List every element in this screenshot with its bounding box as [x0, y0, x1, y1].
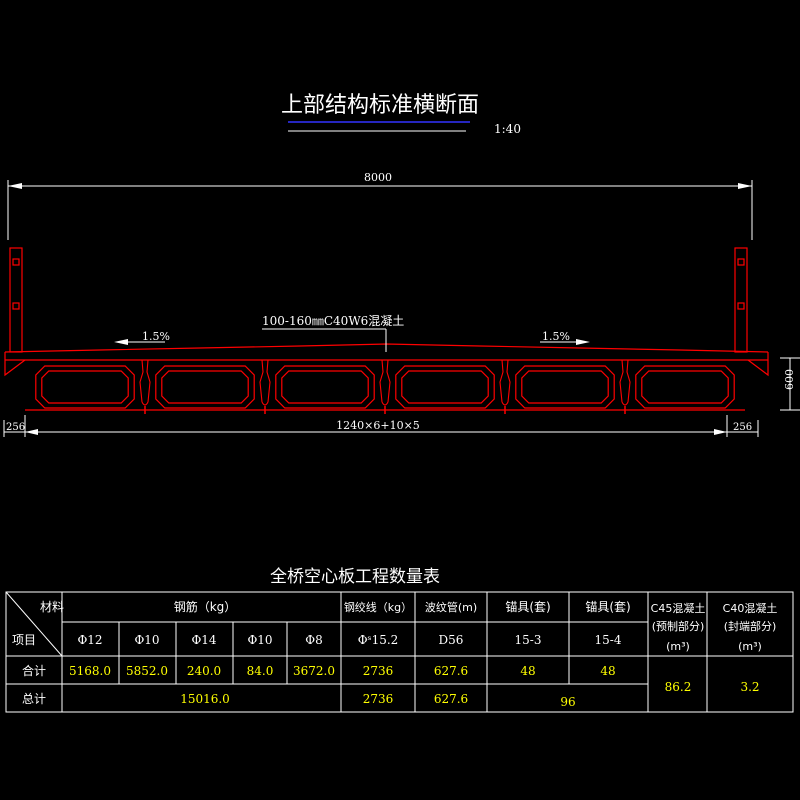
void-outline — [515, 365, 615, 409]
shear-key — [379, 359, 391, 406]
hollow-void — [641, 370, 729, 404]
scale-label: 1:40 — [494, 122, 521, 136]
row-total-r2: 5852.0 — [126, 664, 168, 678]
sub-rebar-4: Φ10 — [247, 633, 272, 647]
hollow-void — [401, 370, 489, 404]
header-c45: C45混凝土 — [651, 601, 706, 615]
bottom-dimension-chain — [3, 415, 759, 437]
span-dim-label: 1240×6+10×5 — [336, 419, 420, 432]
corner-material: 材料 — [40, 600, 64, 614]
drawing-title: 上部结构标准横断面 — [281, 93, 479, 118]
hollow-void — [521, 370, 609, 404]
row-total-r1: 5168.0 — [69, 664, 111, 678]
girder-6 — [635, 365, 735, 409]
header-c40: C40混凝土 — [723, 601, 778, 615]
edge-right-label: 256 — [733, 422, 752, 433]
edge-left-label: 256 — [6, 422, 25, 433]
corner-item: 项目 — [12, 633, 36, 647]
row-total-r5: 3672.0 — [293, 664, 335, 678]
girder-3 — [275, 365, 375, 409]
table-title: 全桥空心板工程数量表 — [270, 567, 440, 587]
header-c45-sub: (预制部分) — [652, 619, 705, 633]
shear-key — [619, 359, 631, 406]
header-c40-unit: (m³) — [738, 640, 762, 653]
sub-anchor-2: 15-4 — [595, 633, 622, 647]
c40-value: 3.2 — [740, 680, 759, 694]
sub-rebar-3: Φ14 — [191, 633, 216, 647]
bottom-dim-arrow-left — [25, 429, 38, 435]
right-railing — [734, 247, 748, 353]
height-dimension — [780, 357, 800, 411]
void-outline — [275, 365, 375, 409]
row-total-anchor-1: 48 — [520, 664, 535, 678]
sub-rebar-1: Φ12 — [77, 633, 102, 647]
header-rebar: 钢筋（kg） — [174, 599, 237, 614]
void-outline — [35, 365, 135, 409]
bottom-dim-arrow-right — [714, 429, 727, 435]
header-c45-unit: (m³) — [666, 640, 690, 653]
total-width-label: 8000 — [364, 171, 392, 184]
slope-left-label: 1.5% — [142, 330, 170, 343]
row-grand-strand: 2736 — [363, 692, 394, 706]
overlay-note-leader — [262, 328, 387, 352]
row-total-strand: 2736 — [363, 664, 394, 678]
hollow-void — [161, 370, 249, 404]
row-total-anchor-2: 48 — [600, 664, 615, 678]
header-duct: 波纹管(m) — [425, 600, 477, 614]
dim-arrow-right — [738, 183, 752, 189]
row-total-label: 合计 — [22, 663, 46, 678]
hollow-slab-girders — [35, 359, 735, 414]
hollow-void — [41, 370, 129, 404]
row-grand-duct: 627.6 — [434, 692, 468, 706]
total-width-dimension — [7, 180, 753, 240]
sub-anchor-1: 15-3 — [515, 633, 542, 647]
row-grand-anchor: 96 — [560, 695, 575, 709]
shear-key — [499, 359, 511, 406]
void-outline — [635, 365, 735, 409]
void-outline — [155, 365, 255, 409]
height-dim-label: 600 — [783, 369, 796, 390]
girder-2 — [155, 365, 255, 409]
dim-arrow-left — [8, 183, 22, 189]
slope-left-indicator — [114, 339, 165, 345]
row-total-r3: 240.0 — [187, 664, 221, 678]
header-c40-sub: (封端部分) — [724, 619, 777, 633]
row-total-r4: 84.0 — [247, 664, 274, 678]
left-railing — [9, 247, 23, 353]
header-anchor-2: 锚具(套) — [585, 599, 630, 614]
row-total-duct: 627.6 — [434, 664, 468, 678]
slope-right-indicator — [540, 339, 590, 345]
c45-value: 86.2 — [665, 680, 692, 694]
shear-key — [259, 359, 271, 406]
void-outline — [395, 365, 495, 409]
header-strand: 钢绞线（kg） — [344, 600, 412, 614]
row-grand-rebar: 15016.0 — [180, 692, 230, 706]
overlay-note: 100-160㎜C40W6混凝土 — [262, 313, 404, 328]
sub-rebar-5: Φ8 — [305, 633, 322, 647]
deck-slab-outline — [4, 343, 769, 411]
girder-4 — [395, 365, 495, 409]
quantity-table-grid — [5, 591, 794, 713]
hollow-void — [281, 370, 369, 404]
row-grand-label: 总计 — [22, 692, 46, 706]
girder-5 — [515, 365, 615, 409]
sub-rebar-2: Φ10 — [134, 633, 159, 647]
sub-duct: D56 — [439, 633, 464, 647]
shear-key — [139, 359, 151, 406]
slope-right-label: 1.5% — [542, 330, 570, 343]
girder-1 — [35, 365, 135, 409]
header-anchor-1: 锚具(套) — [505, 599, 550, 614]
sub-strand: Φˢ15.2 — [358, 633, 399, 647]
